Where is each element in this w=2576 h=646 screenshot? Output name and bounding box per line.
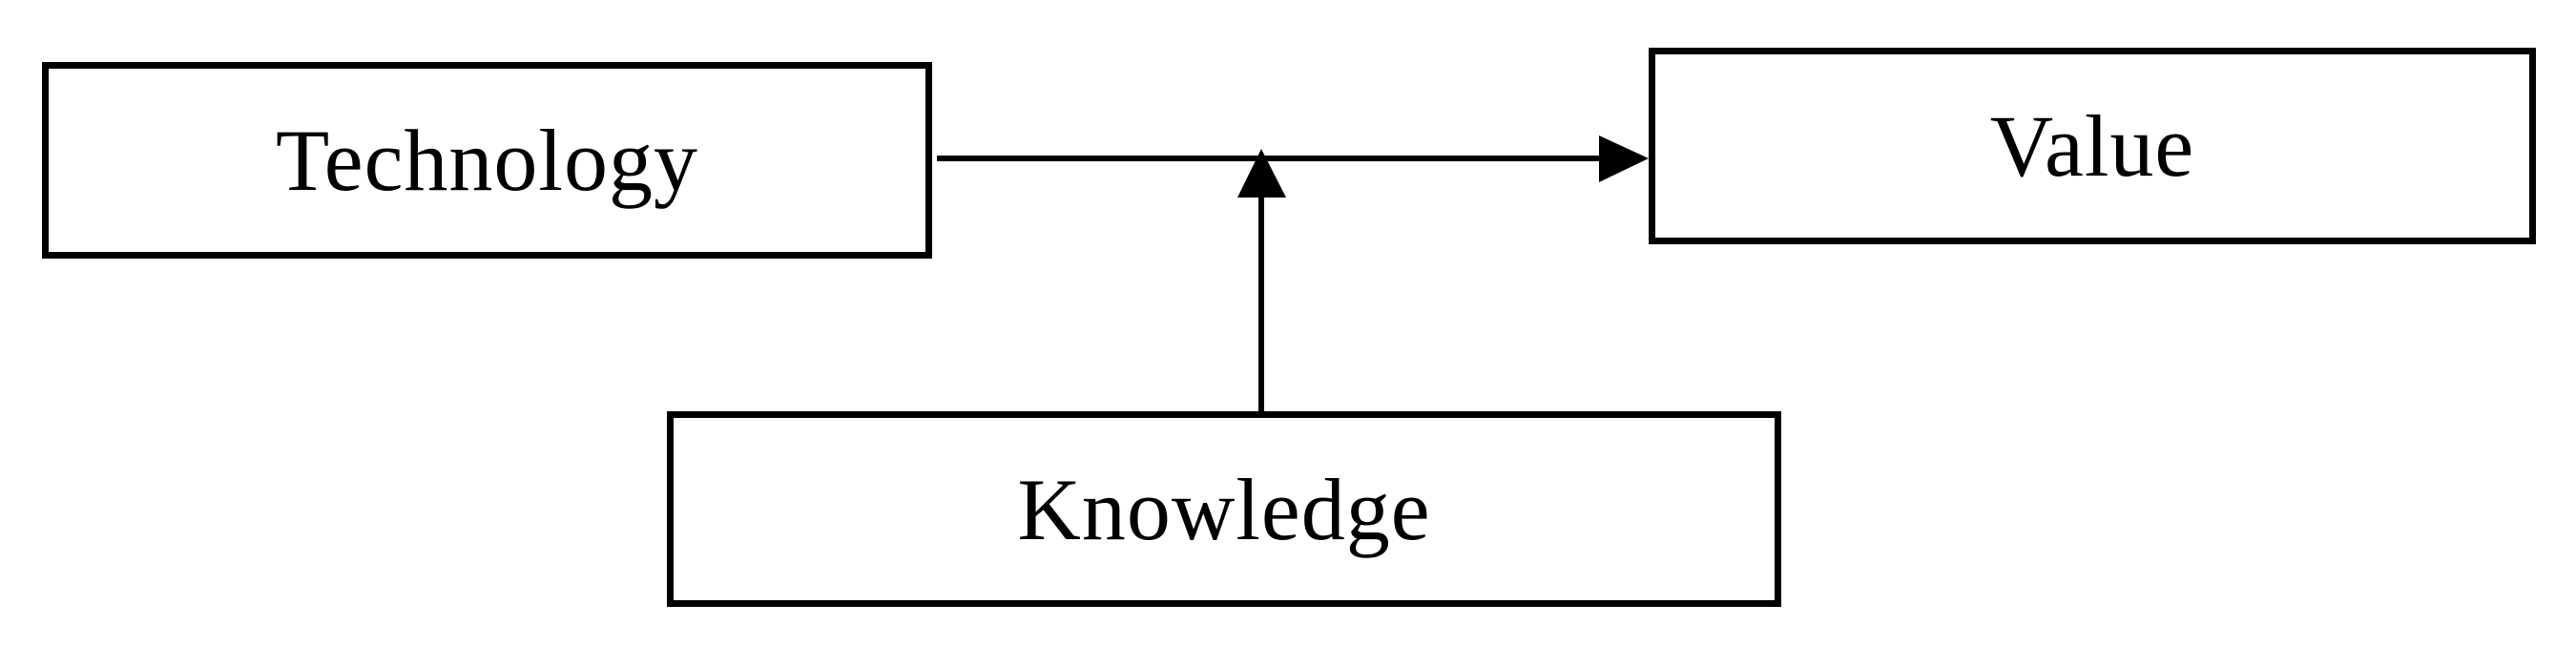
- arrowhead-up-icon: [1237, 149, 1286, 198]
- node-technology-label: Technology: [275, 112, 698, 209]
- node-technology: Technology: [42, 62, 932, 259]
- node-knowledge: Knowledge: [667, 411, 1781, 607]
- node-value: Value: [1649, 48, 2536, 244]
- arrowhead-right-icon: [1599, 135, 1649, 182]
- node-value-label: Value: [1989, 97, 2195, 195]
- node-knowledge-label: Knowledge: [1017, 460, 1431, 558]
